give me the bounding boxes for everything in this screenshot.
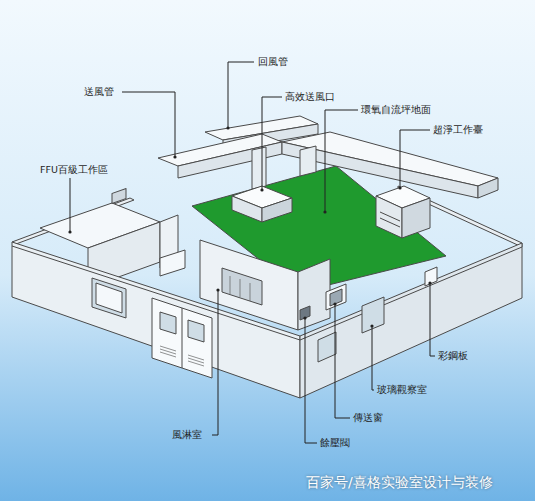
duct-drop xyxy=(252,147,266,189)
callout-label: 彩鋼板 xyxy=(438,350,468,361)
wall-panel-mark xyxy=(425,267,437,286)
callout-label: 環氧自流坪地面 xyxy=(361,104,431,115)
supply-duct xyxy=(282,142,478,198)
callout-label: 回風管 xyxy=(258,56,288,67)
watermark: 百家号/喜格实验室设计与装修 xyxy=(306,474,493,491)
relief-valve xyxy=(300,306,310,320)
callout-label: FFU百級工作區 xyxy=(40,164,108,175)
callout-label: 玻璃觀察室 xyxy=(377,384,427,395)
window xyxy=(92,278,126,318)
window xyxy=(96,283,122,313)
hepa-outlet xyxy=(262,198,292,222)
front-wall xyxy=(12,242,300,398)
pass-window xyxy=(326,284,346,310)
glass-window xyxy=(362,297,384,333)
pass-box xyxy=(160,250,185,276)
callout-label: 風淋室 xyxy=(172,429,202,440)
ffu-unit xyxy=(112,189,126,204)
callout-label: 餘壓閥 xyxy=(320,437,350,448)
clean-bench xyxy=(376,196,402,238)
air-shower-door xyxy=(152,298,212,378)
right-wall xyxy=(300,243,522,398)
door-window xyxy=(160,312,176,334)
glass-window xyxy=(318,332,336,362)
clean-bench xyxy=(402,198,430,238)
leader-lines xyxy=(70,62,435,443)
callout-label: 高效送風口 xyxy=(285,91,335,102)
door-window xyxy=(188,320,204,342)
air-shower-inner xyxy=(222,268,262,305)
callout-label: 超淨工作臺 xyxy=(433,124,483,135)
pass-window xyxy=(330,289,342,306)
supply-duct xyxy=(478,178,498,198)
duct-drop xyxy=(300,146,316,176)
callout-label: 傳送窗 xyxy=(353,412,383,423)
callout-label: 送風管 xyxy=(84,86,114,97)
leader-ends xyxy=(68,126,431,327)
partition xyxy=(298,259,330,330)
hepa-outlet xyxy=(232,196,262,222)
